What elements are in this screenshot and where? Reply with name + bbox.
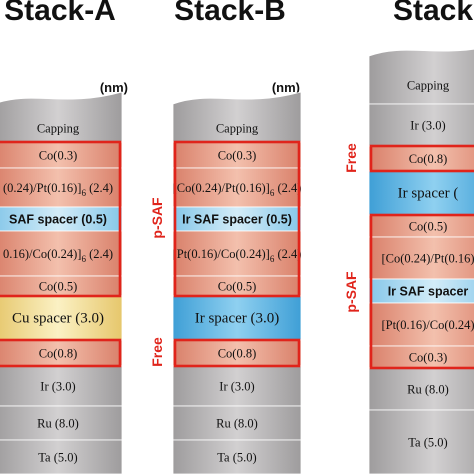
layer-blue <box>368 170 474 216</box>
stack-a-frames <box>0 140 122 368</box>
layer-label: Ir (3.0) <box>40 380 75 394</box>
layer-copper <box>0 230 123 277</box>
layer-blue-thin <box>172 206 302 232</box>
stack-c: Stack- Capping Ir (3.0) Co(0.8) Ir spacer (… <box>343 0 474 474</box>
layer-label: Ta (5.0) <box>408 436 447 450</box>
layer-group-frame <box>0 140 122 298</box>
layer-gray <box>368 48 474 105</box>
layer-label: SAF spacer (0.5) <box>9 213 107 227</box>
layer-label: Co(0.3) <box>218 149 257 163</box>
layer-copper <box>172 167 302 208</box>
layer-gray <box>0 91 123 143</box>
layer-gray <box>0 365 123 407</box>
layer-label: Ta (5.0) <box>38 451 77 465</box>
layer-label: Capping <box>37 122 80 136</box>
layer-label: Ta (5.0) <box>217 451 256 465</box>
layer-label: Co(0.3) <box>39 149 78 163</box>
layer-label: Ru (8.0) <box>216 417 258 431</box>
layer-label: Ir spacer (3.0) <box>195 311 280 327</box>
layer-label: (0.24)/Pt(0.16)]6 (2.4) <box>3 181 113 198</box>
layer-label: Ir (3.0) <box>219 380 254 394</box>
layer-gray <box>172 365 302 407</box>
stack-c-title: Stack- <box>393 0 474 27</box>
layer-yellow <box>0 295 123 341</box>
layer-label: Co(0.5) <box>218 280 257 294</box>
layer-label: Ir spacer ( <box>398 186 459 202</box>
stack-a-unit: (nm) <box>100 80 128 95</box>
layer-label: [Pt(0.16)/Co(0.24) <box>381 318 474 332</box>
layer-label: Capping <box>407 79 450 93</box>
layer-gray <box>172 91 302 143</box>
layer-gray <box>368 409 474 474</box>
layer-label: Co(0.5) <box>39 280 78 294</box>
layer-group-frame <box>0 338 122 368</box>
layer-copper <box>0 167 123 208</box>
layer-group-frame <box>369 144 474 173</box>
stack-c-side-label-free: Free <box>343 143 359 173</box>
stack-b-side-label-psaf: p-SAF <box>149 197 165 239</box>
stack-a-title: Stack-A <box>4 0 116 27</box>
stack-c-side-label-psaf: p-SAF <box>343 271 359 313</box>
layer-label: Co(0.8) <box>39 347 78 361</box>
layer-label: Co(0.5) <box>409 220 448 234</box>
layer-blue <box>172 295 302 341</box>
layer-label: Co(0.8) <box>218 347 257 361</box>
layer-label: Ir SAF spacer (0.5) <box>182 213 292 227</box>
layer-gray <box>172 405 302 441</box>
layer-label: [Co(0.24)/Pt(0.16) <box>381 252 474 266</box>
layer-group-frame <box>173 140 301 298</box>
layer-label: Ir SAF spacer <box>388 285 469 299</box>
stack-b-side-label-free: Free <box>149 337 165 367</box>
layer-label: Capping <box>216 122 259 136</box>
layer-copper <box>172 230 302 277</box>
layer-label: Co(0.8) <box>409 152 448 166</box>
layer-label: Ru (8.0) <box>407 383 449 397</box>
layer-blue-thin <box>368 278 474 304</box>
stack-c-frames <box>369 144 474 370</box>
layer-copper <box>368 302 474 347</box>
layer-label: [Co(0.24)/Pt(0.16)]6 (2.4) <box>173 181 302 198</box>
layer-gray <box>172 439 302 474</box>
stack-b-title: Stack-B <box>174 0 286 27</box>
layer-copper <box>172 141 302 169</box>
layer-label: Ir (3.0) <box>410 119 445 133</box>
layer-gray <box>368 103 474 147</box>
stack-c-layers: Capping Ir (3.0) Co(0.8) Ir spacer ( Co(0.5)… <box>368 48 474 474</box>
layer-gray <box>0 439 123 474</box>
layer-label: Co(0.3) <box>409 351 448 365</box>
stack-b-frames <box>173 140 301 368</box>
stack-b-unit: (nm) <box>272 80 300 95</box>
layer-label: Cu spacer (3.0) <box>12 311 104 327</box>
layer-copper <box>368 145 474 172</box>
layer-label: 0.16)/Co(0.24)]6 (2.4) <box>3 247 113 264</box>
layer-group-frame <box>369 213 474 370</box>
layer-group-frame <box>173 338 301 368</box>
layer-label: Ru (8.0) <box>37 417 79 431</box>
layer-label: [Pt(0.16)/Co(0.24)]6 (2.4) <box>173 247 302 264</box>
